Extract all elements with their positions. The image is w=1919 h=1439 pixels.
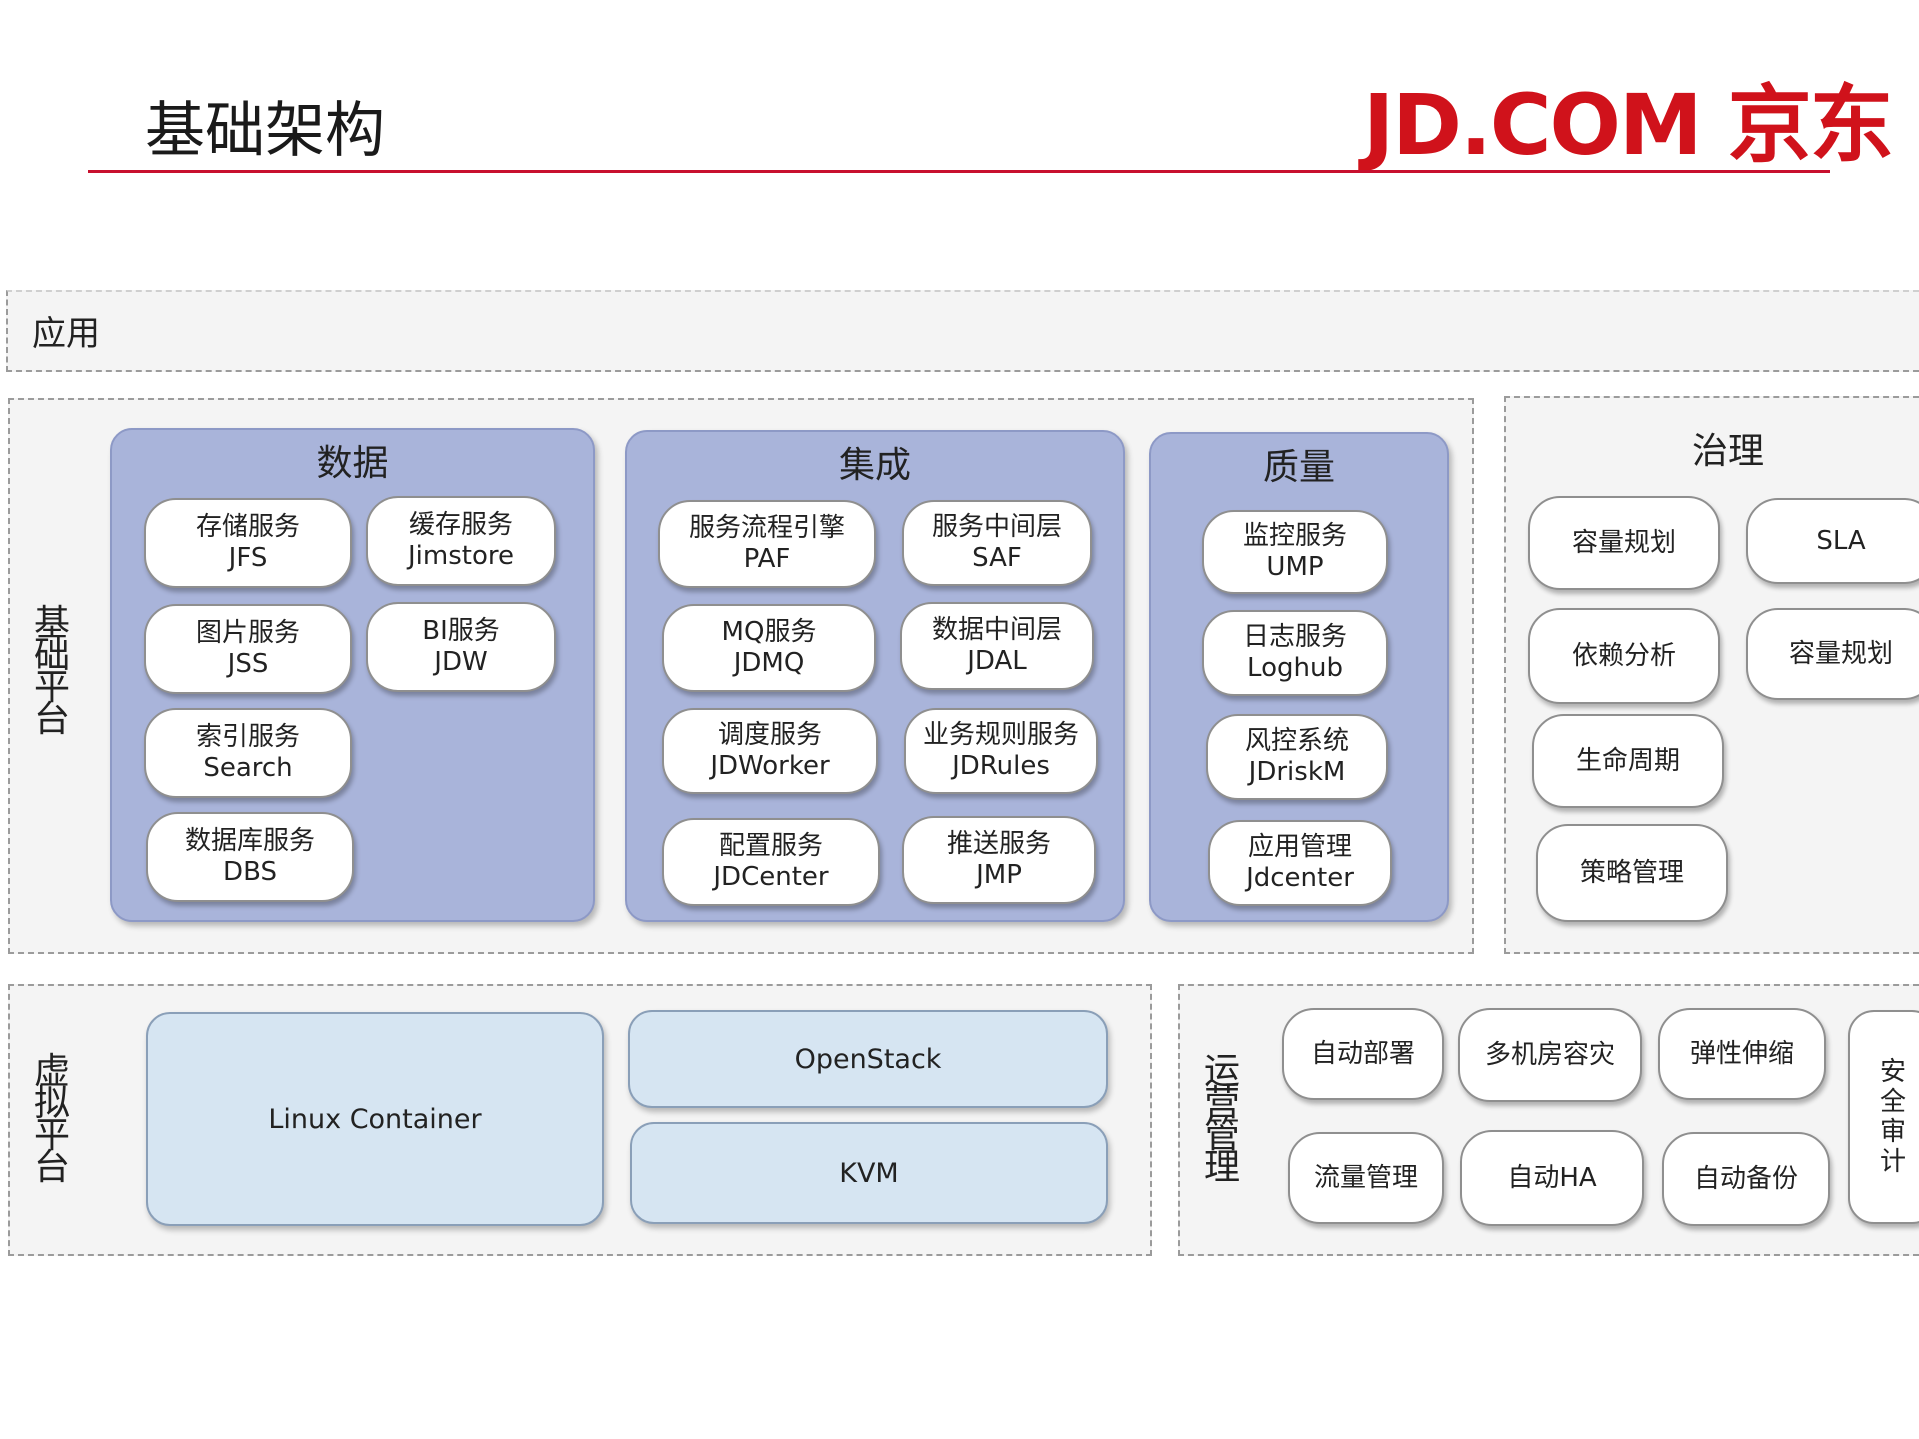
service-code: UMP bbox=[1266, 552, 1324, 582]
ops-multi-dc-disaster-recovery[interactable]: 多机房容灾 bbox=[1458, 1008, 1642, 1102]
service-name: 日志服务 bbox=[1242, 622, 1347, 652]
application-label: 应用 bbox=[32, 314, 100, 354]
service-code: SAF bbox=[972, 543, 1022, 573]
governance-policy-management[interactable]: 策略管理 bbox=[1536, 824, 1728, 922]
ops-auto-deploy[interactable]: 自动部署 bbox=[1282, 1008, 1444, 1100]
service-code: JSS bbox=[227, 649, 269, 679]
service-jdcenter[interactable]: 配置服务 JDCenter bbox=[662, 818, 880, 906]
service-saf[interactable]: 服务中间层 SAF bbox=[902, 500, 1092, 586]
service-jdrules[interactable]: 业务规则服务 JDRules bbox=[904, 708, 1098, 794]
service-name: 调度服务 bbox=[717, 720, 822, 750]
openstack-box[interactable]: OpenStack bbox=[628, 1010, 1108, 1108]
ops-security-audit[interactable]: 安全审计 bbox=[1848, 1010, 1919, 1224]
base-platform-label: 基础平台 bbox=[33, 603, 70, 740]
virtual-platform-label: 虚拟平台 bbox=[33, 1051, 70, 1188]
service-jdworker[interactable]: 调度服务 JDWorker bbox=[662, 708, 878, 794]
page-title: 基础架构 bbox=[145, 96, 385, 166]
governance-sla[interactable]: SLA bbox=[1746, 498, 1919, 584]
service-code: JDWorker bbox=[710, 751, 830, 781]
service-name: 推送服务 bbox=[946, 829, 1051, 859]
service-search[interactable]: 索引服务 Search bbox=[144, 708, 352, 798]
service-code: Jimstore bbox=[408, 541, 514, 571]
service-name: 业务规则服务 bbox=[922, 720, 1079, 750]
service-paf[interactable]: 服务流程引擎 PAF bbox=[658, 500, 876, 588]
ops-traffic-management[interactable]: 流量管理 bbox=[1288, 1132, 1444, 1224]
service-name: 应用管理 bbox=[1247, 832, 1352, 862]
service-name: BI服务 bbox=[422, 616, 500, 646]
service-loghub[interactable]: 日志服务 Loghub bbox=[1202, 610, 1388, 696]
service-ump[interactable]: 监控服务 UMP bbox=[1202, 510, 1388, 594]
ops-elastic-scaling[interactable]: 弹性伸缩 bbox=[1658, 1008, 1826, 1100]
governance-lifecycle[interactable]: 生命周期 bbox=[1532, 714, 1724, 808]
operations-label: 运营管理 bbox=[1203, 1051, 1240, 1188]
service-jmp[interactable]: 推送服务 JMP bbox=[902, 816, 1096, 904]
service-code: DBS bbox=[223, 857, 277, 887]
service-code: JMP bbox=[976, 860, 1022, 890]
service-name: 图片服务 bbox=[195, 618, 300, 648]
integration-panel-title: 集成 bbox=[838, 445, 911, 486]
service-name: 风控系统 bbox=[1244, 726, 1349, 756]
governance-dependency-analysis[interactable]: 依赖分析 bbox=[1528, 608, 1720, 704]
service-code: JFS bbox=[228, 543, 268, 573]
service-name: 服务流程引擎 bbox=[688, 513, 845, 543]
security-audit-label: 安全审计 bbox=[1879, 1057, 1906, 1177]
service-code: JDW bbox=[434, 647, 488, 677]
service-jdriskm[interactable]: 风控系统 JDriskM bbox=[1206, 714, 1388, 800]
ops-auto-backup[interactable]: 自动备份 bbox=[1662, 1132, 1830, 1226]
service-code: JDRules bbox=[952, 751, 1050, 781]
application-band: 应用 bbox=[6, 290, 1919, 372]
quality-panel-title: 质量 bbox=[1262, 447, 1335, 488]
service-jimstore[interactable]: 缓存服务 Jimstore bbox=[366, 496, 556, 586]
header-divider bbox=[88, 170, 1830, 173]
service-code: JDMQ bbox=[733, 648, 805, 678]
service-jss[interactable]: 图片服务 JSS bbox=[144, 604, 352, 694]
service-name: 存储服务 bbox=[195, 512, 300, 542]
service-name: 缓存服务 bbox=[408, 510, 513, 540]
service-code: JDCenter bbox=[713, 862, 829, 892]
governance-capacity-planning-2[interactable]: 容量规划 bbox=[1746, 608, 1919, 700]
governance-capacity-planning[interactable]: 容量规划 bbox=[1528, 496, 1720, 590]
service-code: JDriskM bbox=[1248, 757, 1346, 787]
ops-auto-ha[interactable]: 自动HA bbox=[1460, 1130, 1644, 1226]
service-jdw[interactable]: BI服务 JDW bbox=[366, 602, 556, 692]
service-name: 索引服务 bbox=[195, 722, 300, 752]
service-jfs[interactable]: 存储服务 JFS bbox=[144, 498, 352, 588]
service-name: 配置服务 bbox=[718, 831, 823, 861]
jd-logo: JD.COM 京东 bbox=[1363, 76, 1894, 174]
service-code: PAF bbox=[743, 544, 791, 574]
service-code: Loghub bbox=[1247, 653, 1343, 683]
service-name: 数据库服务 bbox=[184, 826, 315, 856]
service-name: 服务中间层 bbox=[931, 512, 1062, 542]
governance-title: 治理 bbox=[1692, 431, 1765, 472]
service-name: 数据中间层 bbox=[931, 615, 1062, 645]
kvm-box[interactable]: KVM bbox=[630, 1122, 1108, 1224]
service-code: Search bbox=[203, 753, 293, 783]
service-code: Jdcenter bbox=[1246, 863, 1354, 893]
service-jdal[interactable]: 数据中间层 JDAL bbox=[900, 602, 1094, 690]
service-name: MQ服务 bbox=[721, 617, 817, 647]
data-panel-title: 数据 bbox=[316, 443, 389, 484]
service-jdmq[interactable]: MQ服务 JDMQ bbox=[662, 604, 876, 692]
service-name: 监控服务 bbox=[1242, 521, 1347, 551]
service-code: JDAL bbox=[967, 646, 1027, 676]
service-dbs[interactable]: 数据库服务 DBS bbox=[146, 812, 354, 902]
linux-container-box[interactable]: Linux Container bbox=[146, 1012, 604, 1226]
service-jdcenter-app[interactable]: 应用管理 Jdcenter bbox=[1208, 820, 1392, 906]
